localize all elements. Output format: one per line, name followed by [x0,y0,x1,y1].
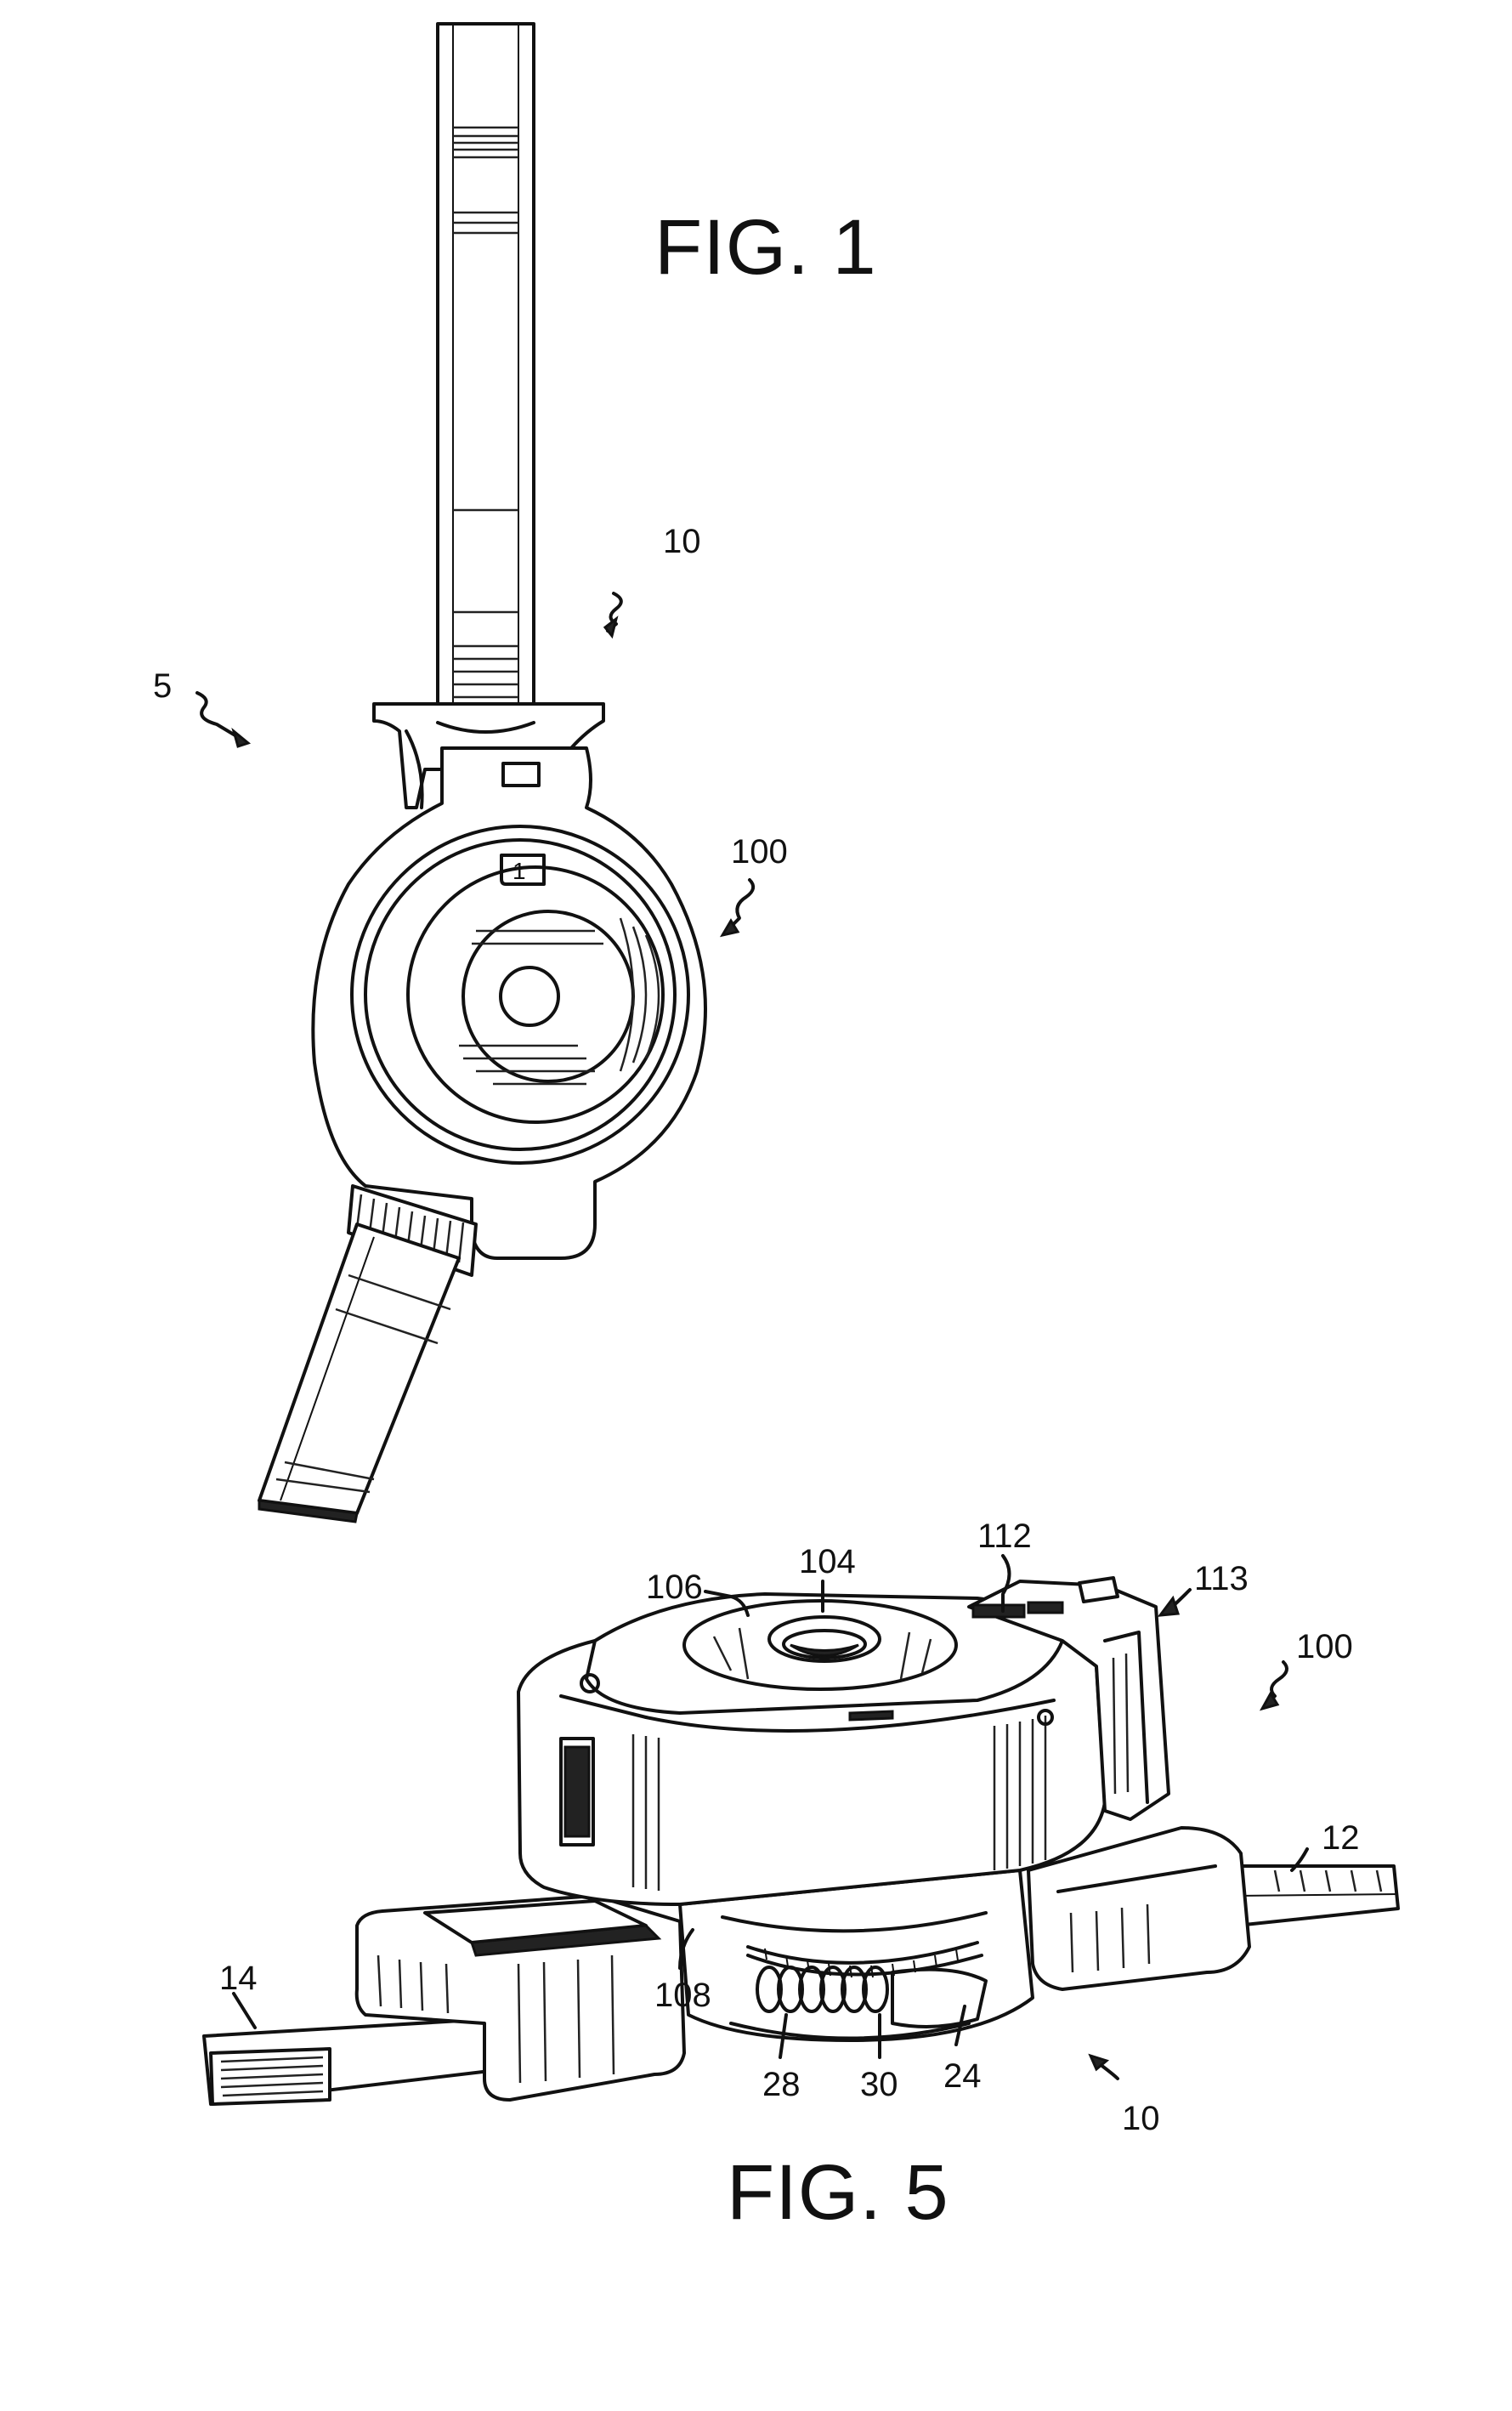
figure-5: FIG. 5 [204,1518,1398,2236]
fig5-ref-24: 24 [943,2057,982,2095]
fig1-lower-strap [259,1186,476,1522]
fig5-ref-104: 104 [799,1543,856,1580]
fig5-strap-12 [1232,1866,1398,1926]
fig5-ref-100: 100 [1296,1628,1353,1665]
fig1-upper-strap [438,24,534,731]
fig1-ref-10: 10 [663,523,701,560]
fig1-dial-badge: 1 [512,858,526,884]
fig5-ref-14: 14 [219,1960,258,1997]
fig5-ref-112: 112 [977,1518,1032,1555]
side-window [561,1739,593,1845]
fig5-ref-106: 106 [646,1569,703,1606]
fig5-strap-14 [204,2019,497,2104]
fig1-ref-5: 5 [153,667,172,705]
fig5-ref-108: 108 [654,1977,711,2014]
fig5-top-cap [684,1601,956,1689]
fig1-dial-housing: 1 [313,748,705,1258]
fig5-ref-28: 28 [762,2066,801,2103]
fig1-title: FIG. 1 [654,204,877,291]
fig1-ref-100: 100 [731,833,788,871]
fig5-ref-30: 30 [860,2066,898,2103]
figure-1: FIG. 1 [153,24,877,1522]
fig5-ref-10: 10 [1122,2100,1160,2137]
fig5-ref-113: 113 [1194,1560,1249,1597]
fig5-ref-12: 12 [1322,1819,1360,1857]
fig5-title: FIG. 5 [727,2149,949,2236]
